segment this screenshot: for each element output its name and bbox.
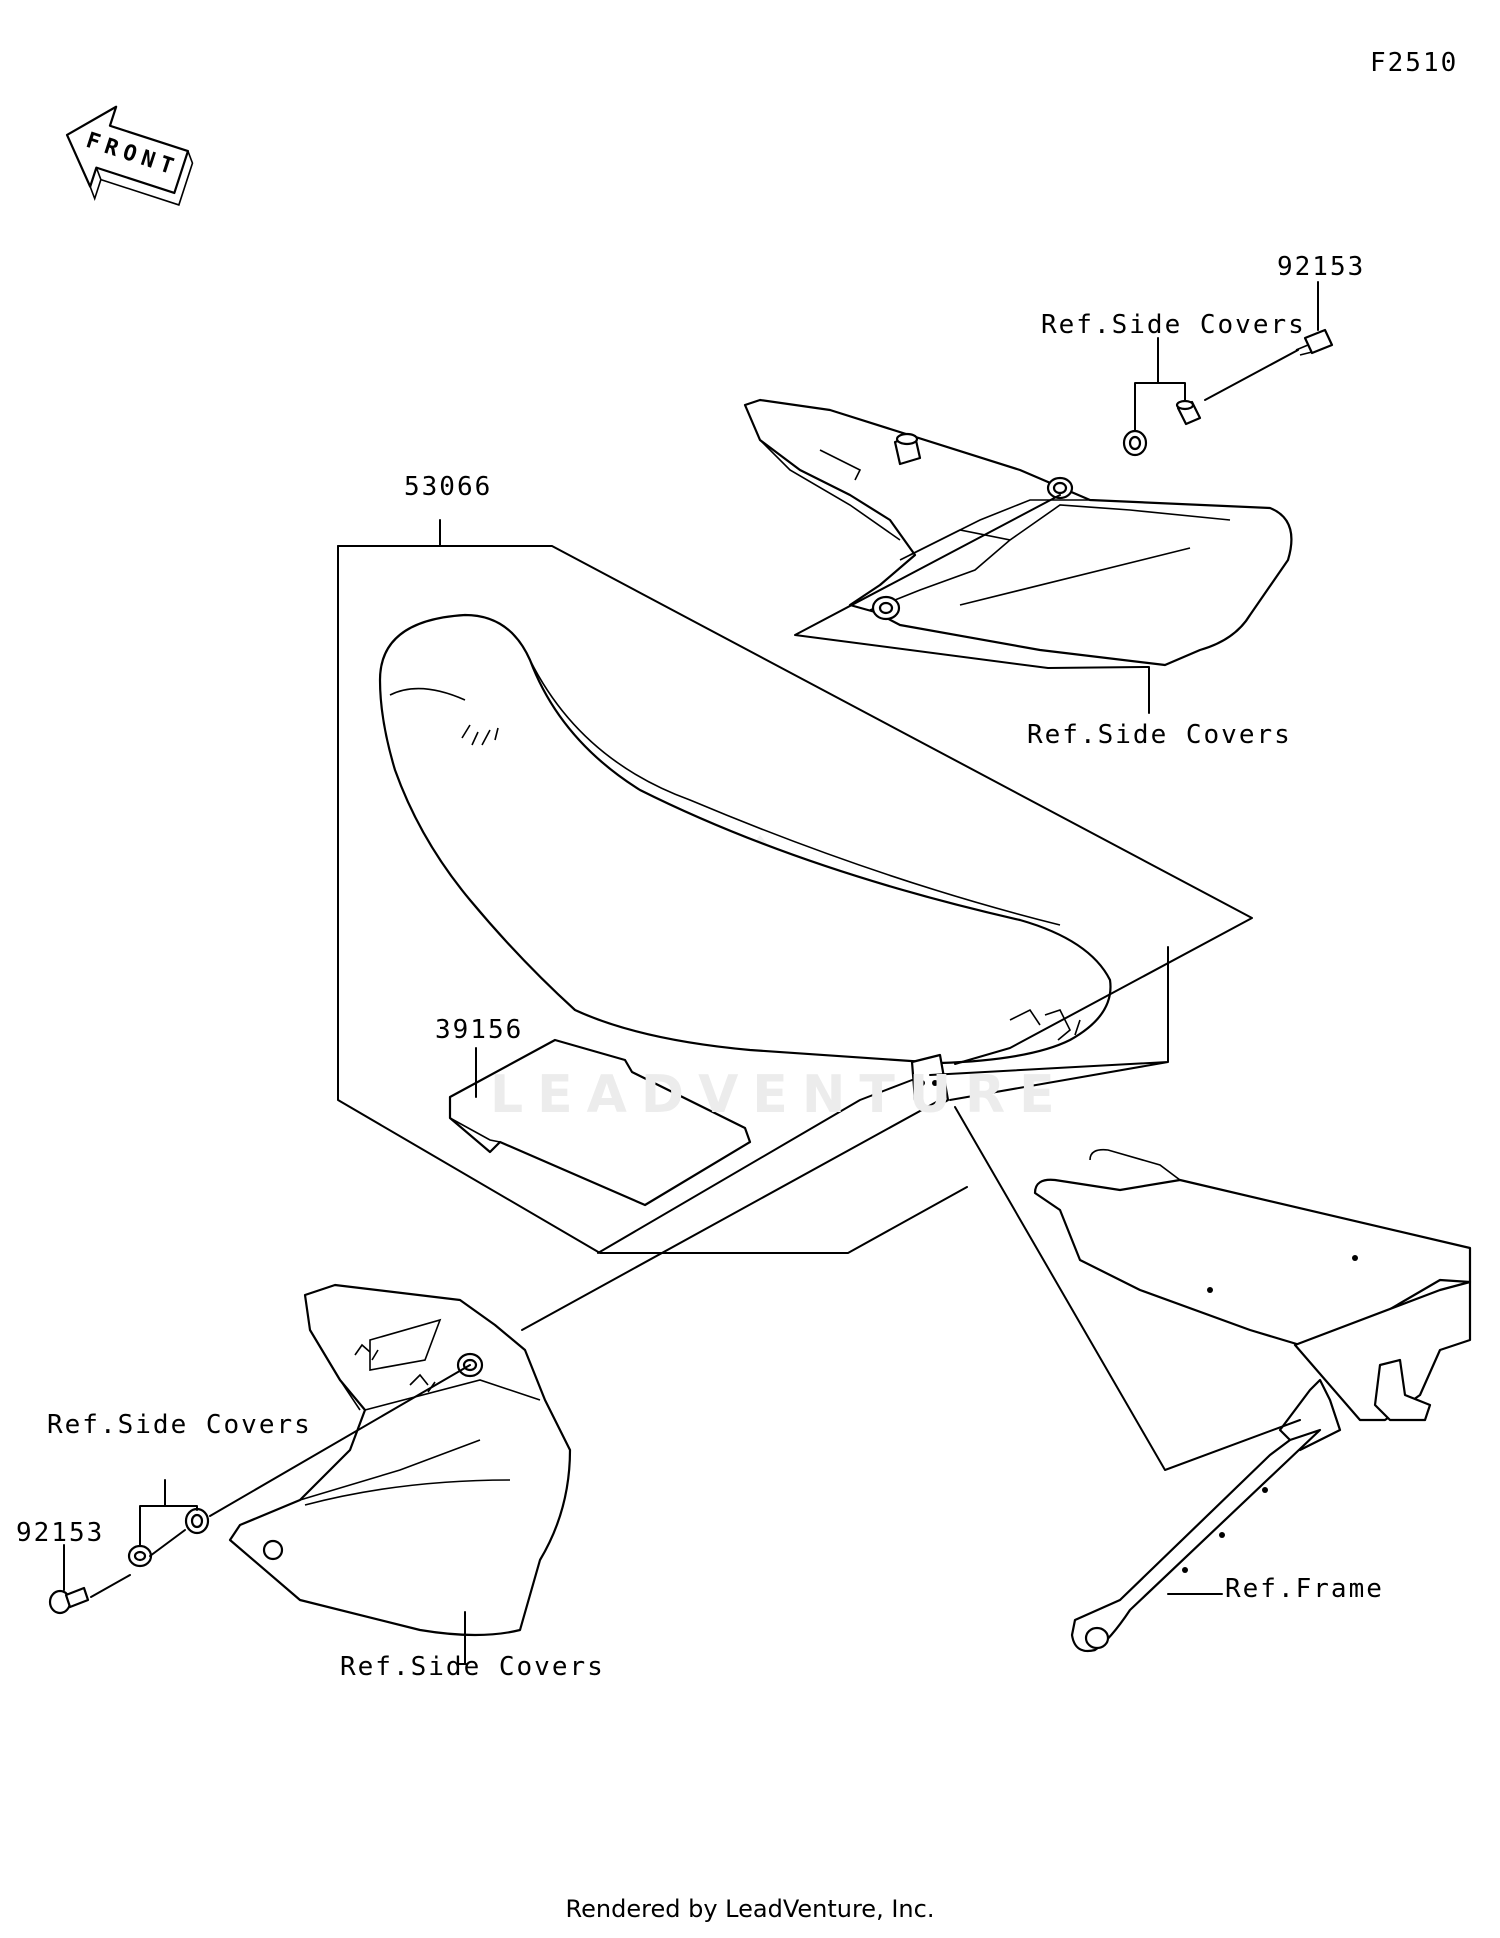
callout-ref-side-covers-lower-panel: Ref.Side Covers xyxy=(340,1652,605,1682)
seat-pad xyxy=(448,1038,752,1207)
callout-53066: 53066 xyxy=(404,472,493,502)
watermark-text: LEADVENTURE xyxy=(490,1065,1069,1125)
lower-bolt-icon xyxy=(48,1586,90,1615)
seat xyxy=(378,613,1112,1112)
callout-ref-frame: Ref.Frame xyxy=(1225,1574,1384,1604)
callout-ref-side-covers-upper-collar: Ref.Side Covers xyxy=(1041,310,1306,340)
front-arrow-icon xyxy=(65,105,194,206)
lower-side-cover-panel xyxy=(228,1283,572,1637)
upper-bolt-icon xyxy=(1295,328,1334,356)
diagram-code: F2510 xyxy=(1370,48,1459,78)
callout-92153-upper: 92153 xyxy=(1277,252,1366,282)
callout-ref-side-covers-upper-panel: Ref.Side Covers xyxy=(1027,720,1292,750)
upper-collar-sleeve xyxy=(1175,399,1202,426)
callout-ref-side-covers-lower-collar: Ref.Side Covers xyxy=(47,1410,312,1440)
lower-collar-sleeve xyxy=(127,1544,153,1568)
upper-side-cover-panel xyxy=(743,398,1293,667)
leader-lines xyxy=(63,281,1319,1665)
upper-collar-grommet xyxy=(1122,429,1148,457)
footer-credit: Rendered by LeadVenture, Inc. xyxy=(565,1895,935,1923)
frame xyxy=(1033,1148,1472,1653)
callout-92153-lower: 92153 xyxy=(16,1518,105,1548)
callout-39156: 39156 xyxy=(435,1015,524,1045)
lower-collar-grommet xyxy=(184,1507,210,1535)
